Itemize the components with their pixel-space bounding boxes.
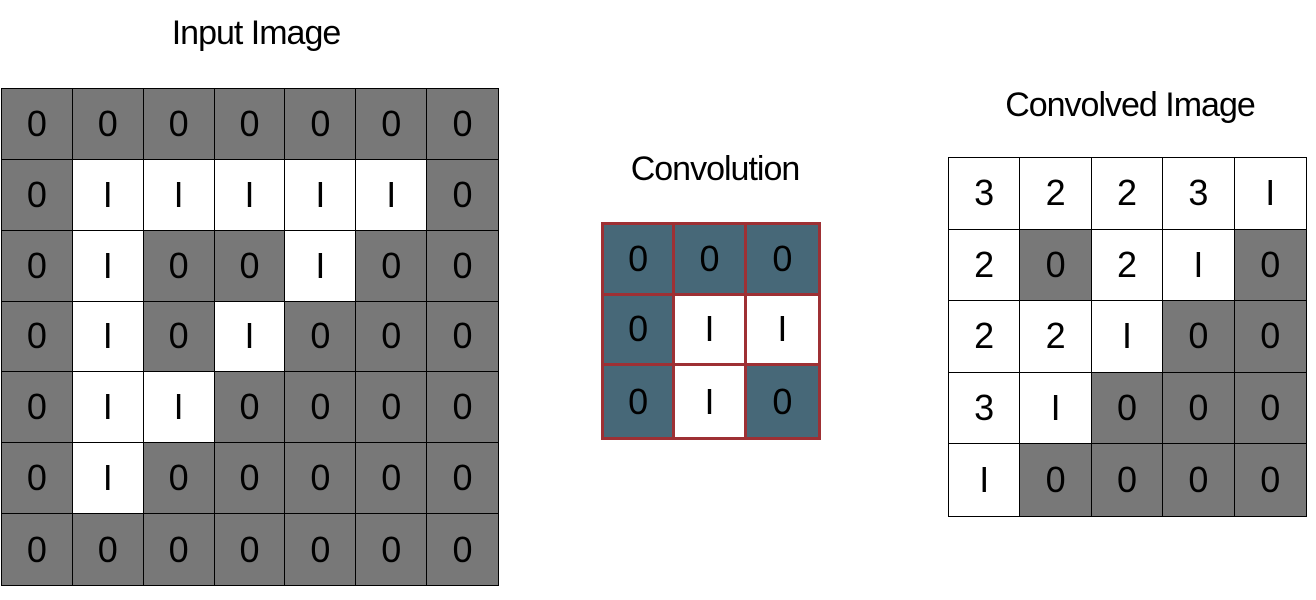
output-cell: 3 <box>1163 158 1235 230</box>
output-cell: 0 <box>1091 444 1164 516</box>
output-cell: 0 <box>1163 444 1235 516</box>
output-cell: I <box>1020 372 1092 445</box>
input-cell: 0 <box>214 372 286 444</box>
input-cell: 0 <box>143 301 215 373</box>
input-cell: I <box>72 372 144 444</box>
input-cell: 0 <box>427 301 498 373</box>
input-cell: 0 <box>356 514 428 585</box>
input-cell: I <box>214 301 286 373</box>
input-cell: 0 <box>427 230 498 302</box>
input-cell: 0 <box>356 443 428 515</box>
convolved-image-title: Convolved Image <box>1005 86 1256 124</box>
kernel-cell: 0 <box>675 225 747 296</box>
output-cell: I <box>1234 158 1306 230</box>
output-cell: 2 <box>949 229 1021 302</box>
output-cell: 0 <box>1234 372 1306 445</box>
output-cell: 3 <box>949 372 1021 445</box>
output-cell: 2 <box>1020 158 1092 230</box>
output-cell: 0 <box>1234 444 1306 516</box>
input-cell: 0 <box>143 230 215 302</box>
input-cell: 0 <box>356 301 428 373</box>
input-cell: 0 <box>143 514 215 585</box>
input-cell: 0 <box>285 443 357 515</box>
output-cell: I <box>949 444 1021 516</box>
input-cell: 0 <box>2 514 73 585</box>
input-cell: 0 <box>427 514 498 585</box>
input-cell: 0 <box>2 159 73 231</box>
input-cell: 0 <box>2 443 73 515</box>
input-cell: 0 <box>214 514 286 585</box>
output-cell: 0 <box>1163 372 1235 445</box>
input-cell: 0 <box>2 230 73 302</box>
input-cell: 0 <box>285 372 357 444</box>
input-cell: 0 <box>285 514 357 585</box>
kernel-cell: 0 <box>604 366 676 437</box>
output-cell: 0 <box>1234 301 1306 373</box>
input-cell: 0 <box>427 159 498 231</box>
input-cell: 0 <box>356 372 428 444</box>
input-cell: 0 <box>2 301 73 373</box>
kernel-cell: I <box>675 295 747 367</box>
input-cell: 0 <box>143 443 215 515</box>
input-cell: I <box>143 372 215 444</box>
input-cell: 0 <box>143 89 215 160</box>
input-cell: I <box>285 230 357 302</box>
input-cell: I <box>285 159 357 231</box>
kernel-cell: 0 <box>746 366 818 437</box>
output-cell: 2 <box>949 301 1021 373</box>
kernel-cell: I <box>746 295 818 367</box>
output-cell: 0 <box>1020 229 1092 302</box>
output-cell: 0 <box>1234 229 1306 302</box>
input-cell: I <box>72 443 144 515</box>
input-cell: 0 <box>356 230 428 302</box>
kernel-cell: 0 <box>604 295 676 367</box>
output-cell: 0 <box>1091 372 1164 445</box>
output-cell: 0 <box>1020 444 1092 516</box>
output-cell: 0 <box>1163 301 1235 373</box>
input-cell: 0 <box>72 89 144 160</box>
kernel-cell: I <box>675 366 747 437</box>
output-cell: 2 <box>1091 158 1164 230</box>
kernel-cell: 0 <box>746 225 818 296</box>
input-cell: I <box>72 301 144 373</box>
input-cell: 0 <box>214 230 286 302</box>
input-cell: 0 <box>214 89 286 160</box>
input-cell: 0 <box>2 89 73 160</box>
input-cell: I <box>214 159 286 231</box>
input-cell: 0 <box>285 89 357 160</box>
input-cell: I <box>143 159 215 231</box>
output-cell: I <box>1163 229 1235 302</box>
convolution-title: Convolution <box>630 150 801 188</box>
kernel-cell: 0 <box>604 225 676 296</box>
input-cell: 0 <box>427 372 498 444</box>
input-cell: 0 <box>214 443 286 515</box>
input-image-title: Input Image <box>171 14 342 52</box>
input-cell: 0 <box>2 372 73 444</box>
input-cell: 0 <box>72 514 144 585</box>
output-cell: I <box>1091 301 1164 373</box>
input-cell: I <box>72 159 144 231</box>
output-cell: 3 <box>949 158 1021 230</box>
input-cell: 0 <box>285 301 357 373</box>
output-cell: 2 <box>1091 229 1164 302</box>
input-cell: 0 <box>427 443 498 515</box>
input-cell: I <box>356 159 428 231</box>
input-cell: I <box>72 230 144 302</box>
input-cell: 0 <box>356 89 428 160</box>
output-cell: 2 <box>1020 301 1092 373</box>
input-cell: 0 <box>427 89 498 160</box>
